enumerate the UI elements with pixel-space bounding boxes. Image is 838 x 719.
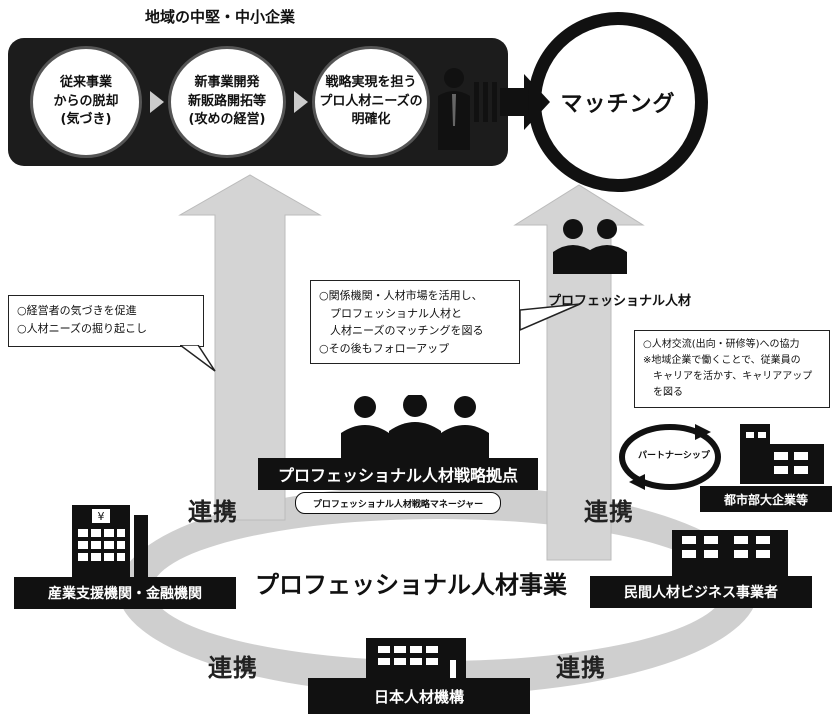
top-title: 地域の中堅・中小企業 [145,8,296,26]
partnership-label: パートナーシップ [636,448,712,461]
business-person-icon [438,68,470,150]
professional-people-icon [553,219,627,274]
note-left-tail [180,345,216,372]
svg-text:¥: ¥ [98,510,105,523]
matching-circle: マッチング [528,12,708,192]
financial-building-icon: ¥ [72,505,148,577]
step-arrow-2 [294,91,308,113]
org-bottom: 日本人材機構 [308,678,530,714]
step-circle-2: 新事業開発 新販路開拓等 (攻めの経営) [168,46,286,158]
renkei-bottom-right: 連携 [556,654,606,682]
org-left: 産業支援機関・金融機関 [14,577,236,609]
step-circle-3: 戦略実現を担う プロ人材ニーズの 明確化 [312,46,430,158]
right-up-arrow [513,184,645,561]
note-center: ○関係機関・人材市場を活用し、 プロフェッショナル人材と 人材ニーズのマッチング… [310,280,520,364]
private-business-building-icon [672,530,788,576]
step-arrow-1 [150,91,164,113]
hub-box: プロフェッショナル人材戦略拠点 [258,458,538,490]
renkei-top-right: 連携 [584,498,634,526]
hub-manager: プロフェッショナル人材戦略マネージャー [295,492,501,514]
hub-people-icon [341,395,489,459]
note-right: ○人材交流(出向・研修等)への協力 ※地域企業で働くことで、従業員の キャリアを… [634,330,830,408]
org-right: 民間人材ビジネス事業者 [590,576,812,608]
note-left: ○経営者の気づきを促進 ○人材ニーズの掘り起こし [8,295,204,347]
project-label: プロフェッショナル人材事業 [255,570,567,599]
partnership-cycle-icon [619,424,721,490]
japan-hr-building-icon [366,638,466,678]
renkei-top-left: 連携 [188,498,238,526]
org-corp: 都市部大企業等 [700,486,832,512]
step-circle-1: 従来事業 からの脱却 (気づき) [30,46,142,158]
renkei-bottom-left: 連携 [208,654,258,682]
professional-label: プロフェッショナル人材 [548,294,692,309]
note-center-tail [519,303,581,332]
corp-building-icon [740,424,824,484]
matching-label: マッチング [560,92,676,117]
